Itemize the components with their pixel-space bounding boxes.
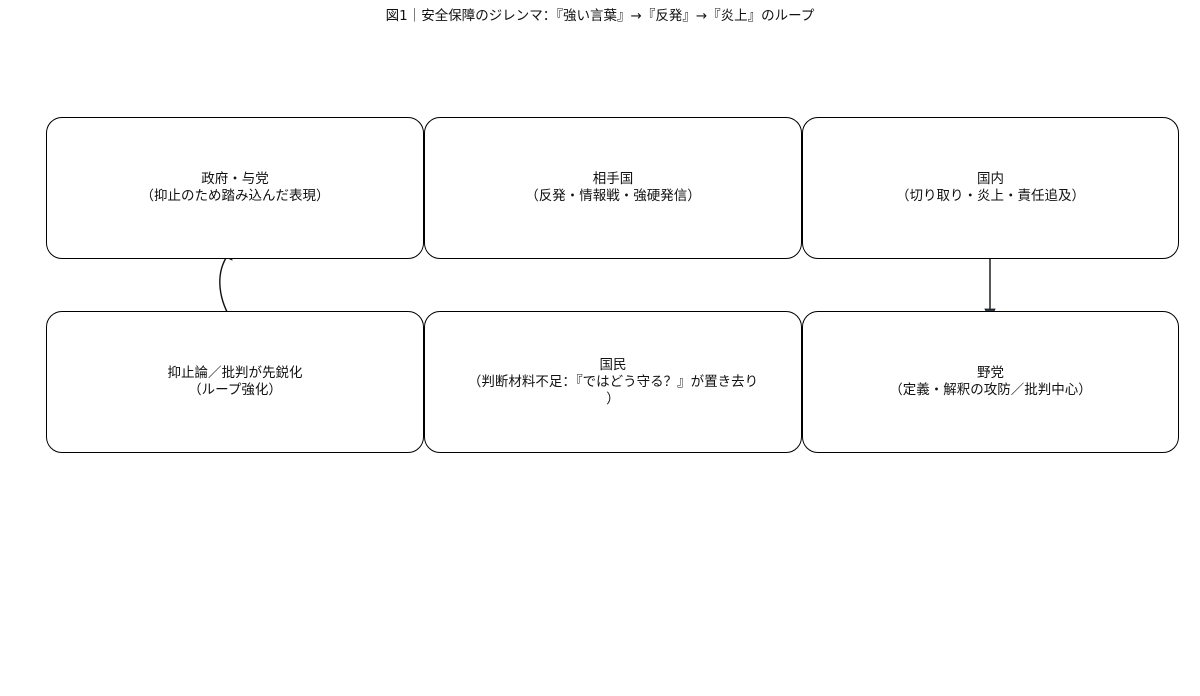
node-sublabel: （定義・解釈の攻防／批判中心） <box>889 382 1092 398</box>
node-label: 相手国 <box>592 171 634 187</box>
node-label: 政府・与党 <box>201 171 269 187</box>
node-sublabel: （切り取り・炎上・責任追及） <box>896 188 1085 204</box>
node-sublabel: （判断材料不足：『ではどう守る？』が置き去り <box>467 373 759 390</box>
node-label: 国民 <box>599 356 627 373</box>
node-domestic: 国内 （切り取り・炎上・責任追及） <box>802 117 1179 259</box>
node-sublabel: （ループ強化） <box>188 382 282 398</box>
node-sublabel-wrap: ） <box>606 390 620 407</box>
node-label: 抑止論／批判が先鋭化 <box>167 365 303 381</box>
node-sublabel: （反発・情報戦・強硬発信） <box>525 188 701 204</box>
node-government-ruling-party: 政府・与党 （抑止のため踏み込んだ表現） <box>46 117 424 259</box>
node-deterrence-debate: 抑止論／批判が先鋭化 （ループ強化） <box>46 311 424 453</box>
figure-title: 図1｜安全保障のジレンマ：『強い言葉』→『反発』→『炎上』のループ <box>385 8 815 24</box>
node-opposition-party: 野党 （定義・解釈の攻防／批判中心） <box>802 311 1179 453</box>
node-sublabel: （抑止のため踏み込んだ表現） <box>140 188 330 204</box>
node-label: 国内 <box>977 171 1004 187</box>
node-label: 野党 <box>977 365 1004 381</box>
node-opponent-country: 相手国 （反発・情報戦・強硬発信） <box>424 117 802 259</box>
node-public: 国民 （判断材料不足：『ではどう守る？』が置き去り ） <box>424 311 802 453</box>
